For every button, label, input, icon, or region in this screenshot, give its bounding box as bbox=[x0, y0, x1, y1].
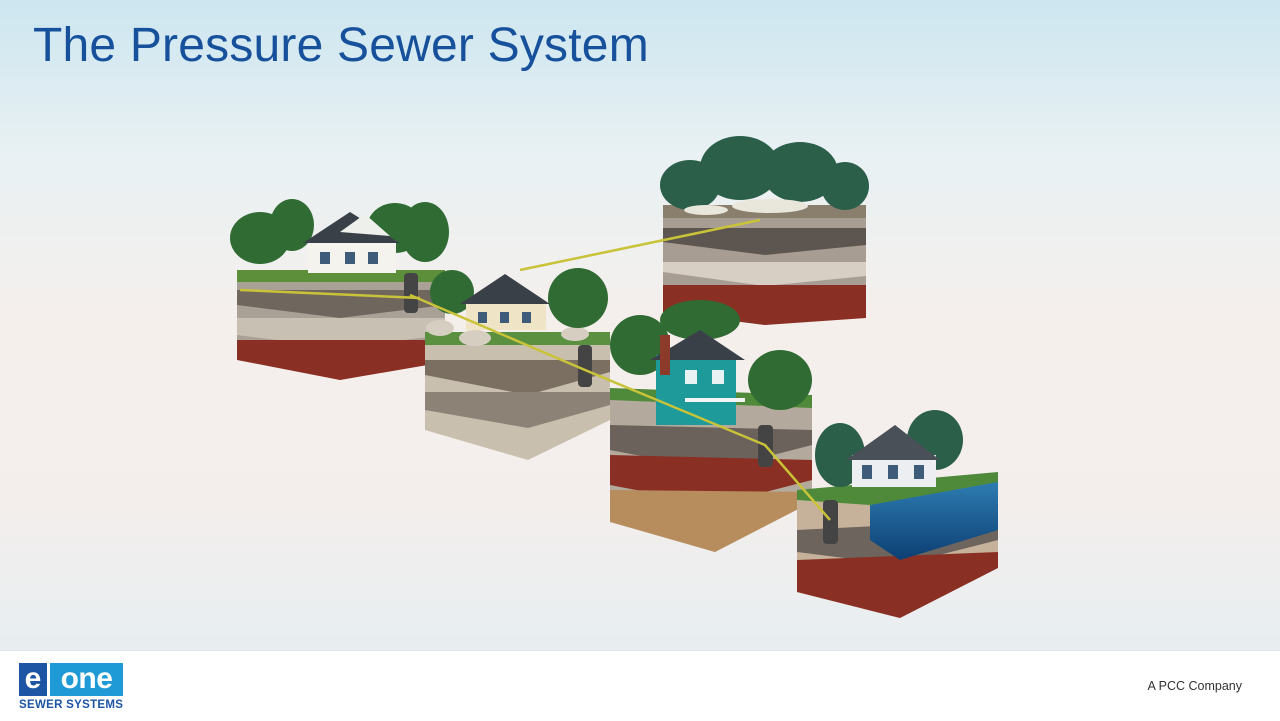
pressure-sewer-illustration bbox=[230, 136, 998, 618]
logo-word: one bbox=[50, 663, 123, 696]
grinder-pump-icon bbox=[578, 345, 592, 387]
terrain-block-middle bbox=[425, 268, 610, 460]
house-icon bbox=[650, 330, 745, 425]
logo-tagline: SEWER SYSTEMS bbox=[19, 699, 124, 711]
terrain-block-left bbox=[230, 199, 449, 380]
company-text: A PCC Company bbox=[1147, 679, 1242, 693]
house-icon bbox=[303, 212, 400, 273]
terrain-block-treatment bbox=[660, 136, 869, 325]
eone-logo: e one SEWER SYSTEMS bbox=[19, 663, 123, 711]
grinder-pump-icon bbox=[823, 500, 838, 544]
grinder-pump-icon bbox=[404, 273, 418, 313]
slide-title: The Pressure Sewer System bbox=[33, 19, 649, 72]
treatment-tank-icon bbox=[684, 205, 728, 215]
logo-mark: e one bbox=[19, 663, 123, 696]
treatment-tank-icon bbox=[732, 199, 808, 213]
terrain-block-center bbox=[610, 300, 812, 552]
logo-letter: e bbox=[19, 663, 47, 696]
sewer-pipe-lines bbox=[239, 218, 831, 521]
footer-bar: e one SEWER SYSTEMS A PCC Company bbox=[0, 650, 1280, 721]
terrain-block-lakeside bbox=[797, 410, 998, 618]
house-icon bbox=[846, 425, 940, 487]
